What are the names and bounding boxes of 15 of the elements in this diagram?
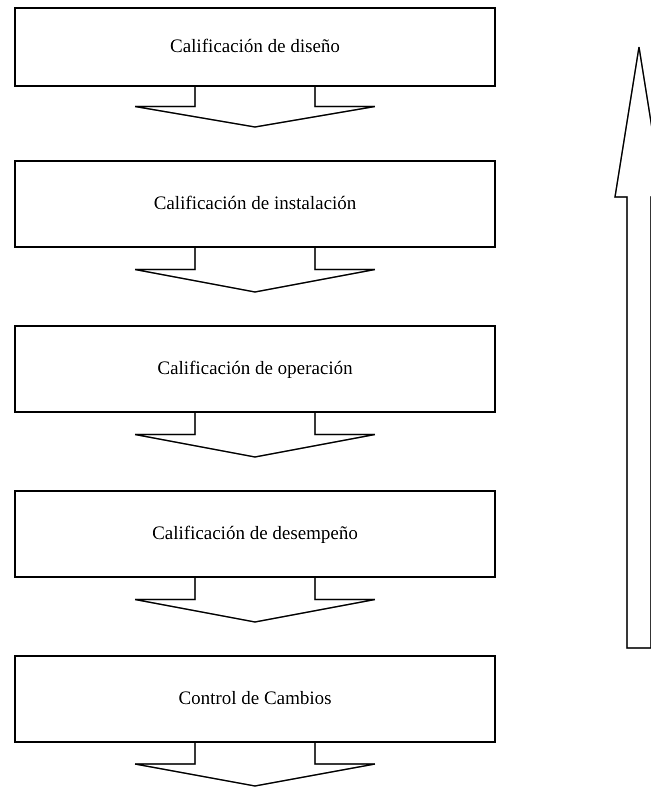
box-label: Control de Cambios: [178, 688, 332, 710]
box-label: Calificación de diseño: [170, 36, 340, 58]
process-box: [14, 655, 496, 743]
block-arrow: [134, 246, 376, 293]
block-arrow: [134, 741, 376, 787]
box-label: Calificación de instalación: [154, 193, 356, 215]
block-arrow: [134, 576, 376, 623]
process-box: [14, 325, 496, 413]
process-box: [14, 7, 496, 87]
box-label: Calificación de operación: [157, 358, 353, 380]
box-label: Calificación de desempeño: [152, 523, 358, 545]
block-arrow: [134, 411, 376, 458]
block-arrow: [134, 85, 376, 128]
process-box: [14, 490, 496, 578]
process-box: [14, 160, 496, 248]
